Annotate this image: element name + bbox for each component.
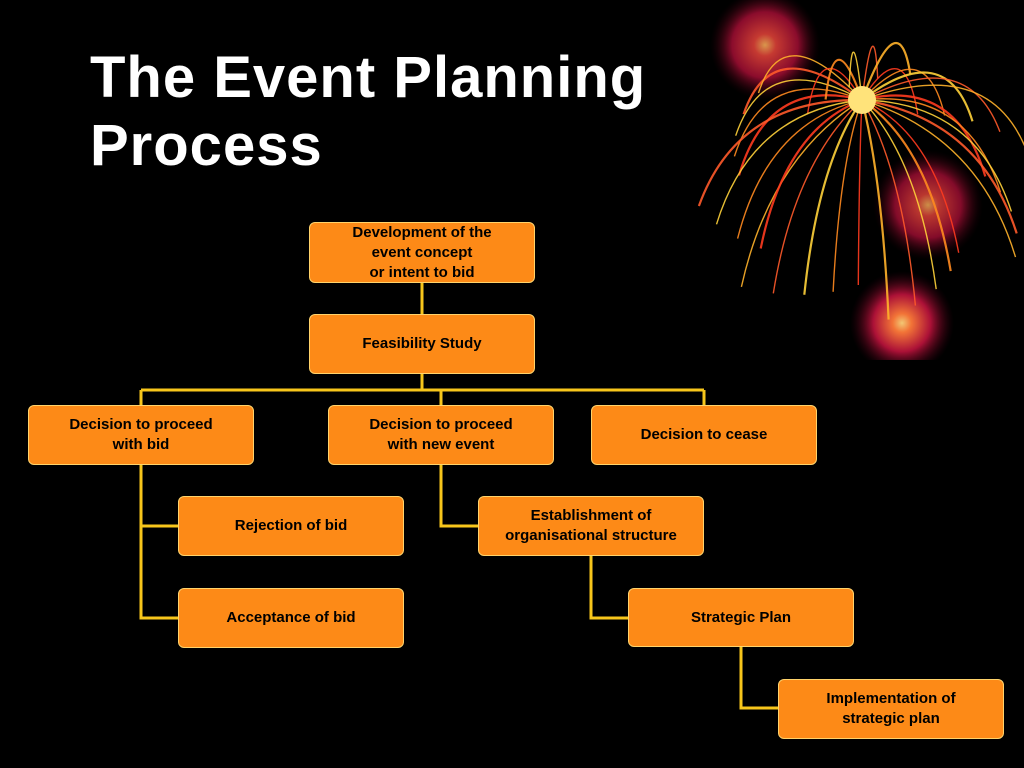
firework-ray — [736, 99, 863, 239]
firework-ray — [733, 88, 863, 157]
node-implementation-of-strategic-plan: Implementation of strategic plan — [778, 679, 1004, 739]
firework-ray — [772, 99, 863, 294]
connector-line — [439, 465, 478, 528]
firework-ray — [860, 41, 912, 101]
firework-ray — [832, 99, 863, 292]
title-line-1: The Event Planning — [90, 45, 647, 110]
firework-ray — [861, 94, 987, 177]
firework-ray — [737, 94, 863, 176]
firework-ray — [759, 98, 863, 249]
firework-glow — [850, 271, 954, 360]
firework-ray — [861, 77, 1001, 133]
firework-ray — [824, 58, 864, 101]
firework-burst — [697, 41, 1024, 320]
firework-ray — [848, 51, 863, 101]
node-development-of-event-concept: Development of the event concept or inte… — [309, 222, 535, 283]
firework-ray — [861, 99, 1013, 212]
firework-ray — [857, 99, 863, 286]
firework-ray — [803, 99, 863, 295]
node-decision-to-cease: Decision to cease — [591, 405, 817, 465]
page-title: The Event Planning Process — [90, 44, 646, 180]
fireworks-decoration — [697, 0, 1024, 360]
node-decision-to-proceed-with-bid: Decision to proceed with bid — [28, 405, 254, 465]
node-feasibility-study: Feasibility Study — [309, 314, 535, 374]
firework-ray — [861, 71, 974, 122]
firework-ray — [861, 99, 960, 253]
node-establishment-of-organisational-structure: Establishment of organisational structur… — [478, 496, 704, 556]
node-strategic-plan: Strategic Plan — [628, 588, 854, 647]
connector-line — [139, 465, 178, 620]
firework-ray — [697, 98, 863, 207]
firework-ray — [735, 79, 863, 136]
firework-ray — [740, 99, 863, 288]
firework-ray — [861, 99, 937, 290]
firework-ray — [861, 98, 1018, 234]
firework-ray — [861, 68, 946, 116]
firework-ray — [757, 55, 863, 101]
connector-line — [589, 556, 628, 620]
firework-ray — [806, 67, 863, 114]
firework-glow — [848, 86, 876, 114]
node-rejection-of-bid: Rejection of bid — [178, 496, 404, 556]
firework-ray — [861, 84, 1024, 147]
title-line-2: Process — [90, 113, 323, 178]
firework-ray — [860, 99, 890, 320]
firework-ray — [861, 99, 952, 272]
node-decision-to-proceed-with-new-event: Decision to proceed with new event — [328, 405, 554, 465]
node-acceptance-of-bid: Acceptance of bid — [178, 588, 404, 648]
firework-ray — [861, 99, 917, 306]
firework-glow — [873, 150, 983, 260]
firework-ray — [861, 99, 1017, 258]
firework-glow — [710, 0, 820, 100]
firework-ray — [742, 67, 863, 115]
firework-ray — [715, 99, 863, 225]
connector-line — [739, 647, 778, 710]
